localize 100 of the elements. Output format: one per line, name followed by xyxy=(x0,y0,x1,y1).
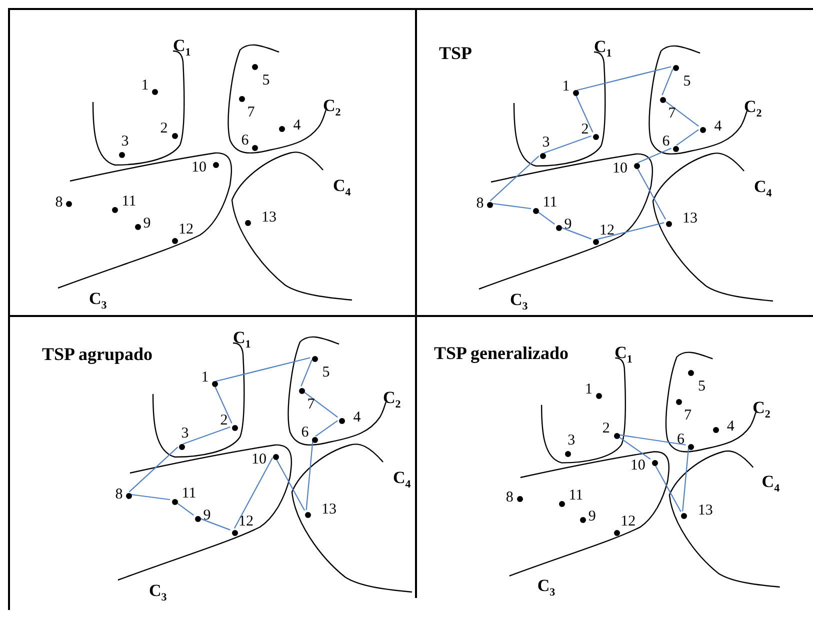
tour-line xyxy=(576,66,672,91)
point-number: 5 xyxy=(683,74,691,90)
panel-title: TSP generalizado xyxy=(434,344,568,362)
cluster-label: C$_{4}$ xyxy=(762,473,780,494)
tour-line xyxy=(490,202,532,210)
point-number: 2 xyxy=(602,422,610,437)
point-number: 13 xyxy=(698,504,713,519)
cluster-label: C$_{3}$ xyxy=(510,291,528,312)
panel xyxy=(415,315,813,598)
point-number: 8 xyxy=(476,196,484,212)
point-number: 13 xyxy=(322,502,336,518)
tour-line xyxy=(682,448,690,512)
point-number: 2 xyxy=(220,414,228,428)
cluster-label: C$_{2}$ xyxy=(752,399,770,421)
tour-line xyxy=(198,518,230,530)
tour-line xyxy=(216,357,310,382)
point-number: 13 xyxy=(262,210,276,226)
point-number: 2 xyxy=(160,122,168,136)
point-number: 2 xyxy=(581,122,589,138)
cluster-label: C$_{1}$ xyxy=(614,344,632,366)
point-number: 9 xyxy=(588,510,596,524)
point-number: 3 xyxy=(181,426,189,442)
tour-line xyxy=(638,148,672,164)
point-number: 3 xyxy=(121,134,129,150)
point-number: 6 xyxy=(301,426,309,440)
panel xyxy=(8,315,415,610)
cluster-label: C$_{3}$ xyxy=(537,577,556,598)
tour-line xyxy=(574,94,594,132)
tour-line xyxy=(234,457,274,529)
point-number: 1 xyxy=(585,382,592,398)
tour-line xyxy=(676,129,699,146)
point-number: 4 xyxy=(714,120,722,134)
tour-line xyxy=(214,384,232,424)
point-number: 10 xyxy=(630,458,646,474)
point-number: 7 xyxy=(247,106,255,120)
point-number: 1 xyxy=(562,80,570,94)
cluster-label: C$_{2}$ xyxy=(744,98,762,120)
point-number: 5 xyxy=(698,379,706,394)
point-number: 12 xyxy=(238,514,254,530)
tour-line xyxy=(618,434,686,446)
point-number: 10 xyxy=(252,452,266,468)
point-number: 9 xyxy=(143,216,151,232)
cluster-label: C$_{4}$ xyxy=(393,469,411,490)
point-number: 5 xyxy=(322,366,330,380)
cluster-label: C$_{3}$ xyxy=(89,290,107,312)
panel-title: TSP agrupado xyxy=(42,345,153,363)
point-number: 11 xyxy=(182,486,196,502)
cluster-label: C$_{2}$ xyxy=(323,97,341,118)
tour-line xyxy=(300,360,312,386)
point-number: 6 xyxy=(241,134,249,148)
tour-line xyxy=(182,426,230,444)
point-number: 13 xyxy=(682,212,698,226)
tour-line xyxy=(130,494,170,500)
point-number: 11 xyxy=(122,194,136,210)
tour-line xyxy=(560,226,592,240)
cluster-label: C$_{1}$ xyxy=(173,37,191,58)
tour-line xyxy=(306,440,314,510)
tour-line xyxy=(544,136,592,154)
cluster-label: C$_{4}$ xyxy=(333,177,351,198)
point-number: 12 xyxy=(620,514,636,530)
tour-line xyxy=(128,446,178,492)
point-number: 1 xyxy=(201,370,209,386)
point-number: 4 xyxy=(726,419,734,434)
cluster-label: C$_{1}$ xyxy=(594,38,612,60)
panel xyxy=(8,8,415,316)
tour-line xyxy=(654,463,682,512)
tour-line xyxy=(596,222,664,240)
point-number: 10 xyxy=(612,162,628,176)
point-number: 3 xyxy=(542,136,550,150)
point-number: 10 xyxy=(192,160,206,176)
point-number: 12 xyxy=(600,224,614,238)
point-number: 8 xyxy=(55,196,63,210)
point-number: 6 xyxy=(662,134,670,150)
point-number: 5 xyxy=(262,74,270,88)
cluster-label: C$_{3}$ xyxy=(149,582,167,604)
panel-title: TSP xyxy=(439,44,472,62)
tour-line xyxy=(617,436,651,460)
point-number: 7 xyxy=(684,408,692,424)
point-number: 1 xyxy=(141,78,149,94)
cluster-label: C$_{2}$ xyxy=(383,389,401,410)
point-number: 11 xyxy=(568,488,584,504)
tour-line xyxy=(490,156,540,202)
point-number: 3 xyxy=(568,433,576,448)
point-number: 8 xyxy=(506,490,514,506)
point-number: 4 xyxy=(353,410,361,426)
point-number: 11 xyxy=(542,196,558,210)
point-number: 9 xyxy=(203,508,211,524)
tour-line xyxy=(662,68,674,96)
tour-line xyxy=(302,390,338,418)
panel xyxy=(415,8,813,316)
point-number: 4 xyxy=(293,118,301,134)
point-number: 7 xyxy=(307,398,315,412)
point-number: 9 xyxy=(564,218,572,232)
tour-line xyxy=(536,210,555,225)
point-number: 7 xyxy=(668,106,676,122)
cluster-label: C$_{4}$ xyxy=(754,178,772,200)
cluster-label: C$_{1}$ xyxy=(233,329,251,350)
tour-line xyxy=(315,420,338,437)
tour-line xyxy=(274,457,306,511)
tour-line xyxy=(663,99,699,127)
